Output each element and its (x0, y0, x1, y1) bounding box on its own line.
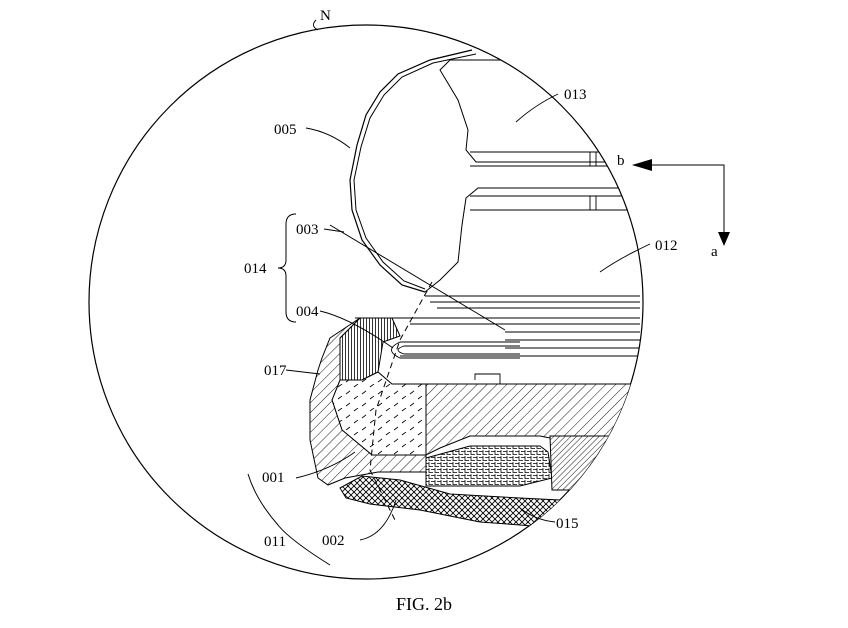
label-017: 017 (264, 363, 287, 379)
shell-005-inner (353, 53, 477, 290)
dashed-channel (369, 281, 433, 521)
block-weave (425, 445, 553, 487)
label-014: 014 (244, 261, 267, 277)
sloped-line (329, 224, 506, 331)
bracket-014 (277, 213, 297, 323)
detail-circle-n (88, 24, 644, 580)
label-015: 015 (556, 516, 579, 532)
block-main (425, 383, 641, 456)
shell-005 (349, 49, 473, 293)
housing-017 (309, 317, 427, 486)
ridge-lines (470, 151, 640, 211)
bracket-011 (247, 473, 331, 566)
leader-lines (285, 19, 651, 541)
step-detail (474, 373, 501, 384)
label-003: 003 (296, 222, 319, 238)
label-001: 001 (262, 470, 285, 486)
label-002: 002 (322, 533, 345, 549)
label-013: 013 (564, 87, 587, 103)
label-012: 012 (655, 238, 678, 254)
arrow-b-icon (632, 159, 652, 171)
label-004: 004 (296, 304, 319, 320)
axis-line (650, 164, 725, 238)
figure-caption: FIG. 2b (395, 594, 452, 614)
arrow-a-icon (718, 232, 730, 246)
label-a: a (711, 244, 718, 260)
label-005: 005 (274, 122, 297, 138)
plate-lines (355, 295, 640, 357)
fold-004 (391, 341, 520, 359)
body-013 (424, 59, 640, 293)
block-dense (549, 435, 641, 491)
label-011: 011 (264, 534, 286, 550)
label-b: b (617, 153, 625, 169)
label-n: N (320, 8, 331, 24)
